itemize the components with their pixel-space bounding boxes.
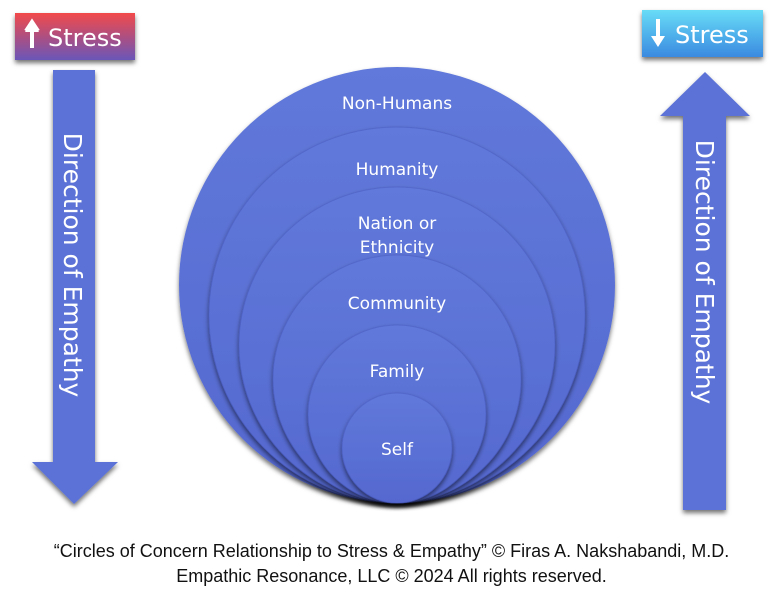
direction-label: Direction of Empathy (690, 140, 719, 405)
label-nation-line1: Nation or (358, 214, 437, 234)
label-family: Family (370, 362, 425, 382)
down-arrow-icon (651, 19, 665, 47)
stress-decrease-badge: Stress (642, 10, 763, 57)
label-non-humans: Non-Humans (342, 94, 452, 114)
direction-label: Direction of Empathy (58, 133, 87, 398)
stress-increase-badge: Stress (15, 13, 135, 60)
copyright-line-1: “Circles of Concern Relationship to Stre… (53, 541, 730, 561)
label-self: Self (381, 440, 414, 460)
label-humanity: Humanity (356, 160, 439, 180)
concentric-circles: Non-Humans Humanity Nation or Ethnicity … (179, 67, 615, 504)
stress-label: Stress (48, 24, 122, 52)
empathy-direction-arrow-up: Direction of Empathy (660, 72, 750, 510)
copyright-line-2: Empathic Resonance, LLC © 2024 All right… (176, 566, 607, 586)
empathy-direction-arrow-down: Direction of Empathy (32, 70, 118, 504)
up-arrow-icon (24, 18, 40, 48)
label-community: Community (348, 294, 446, 314)
label-nation-line2: Ethnicity (360, 238, 434, 258)
stress-label: Stress (675, 21, 749, 49)
circle-self (341, 392, 453, 504)
